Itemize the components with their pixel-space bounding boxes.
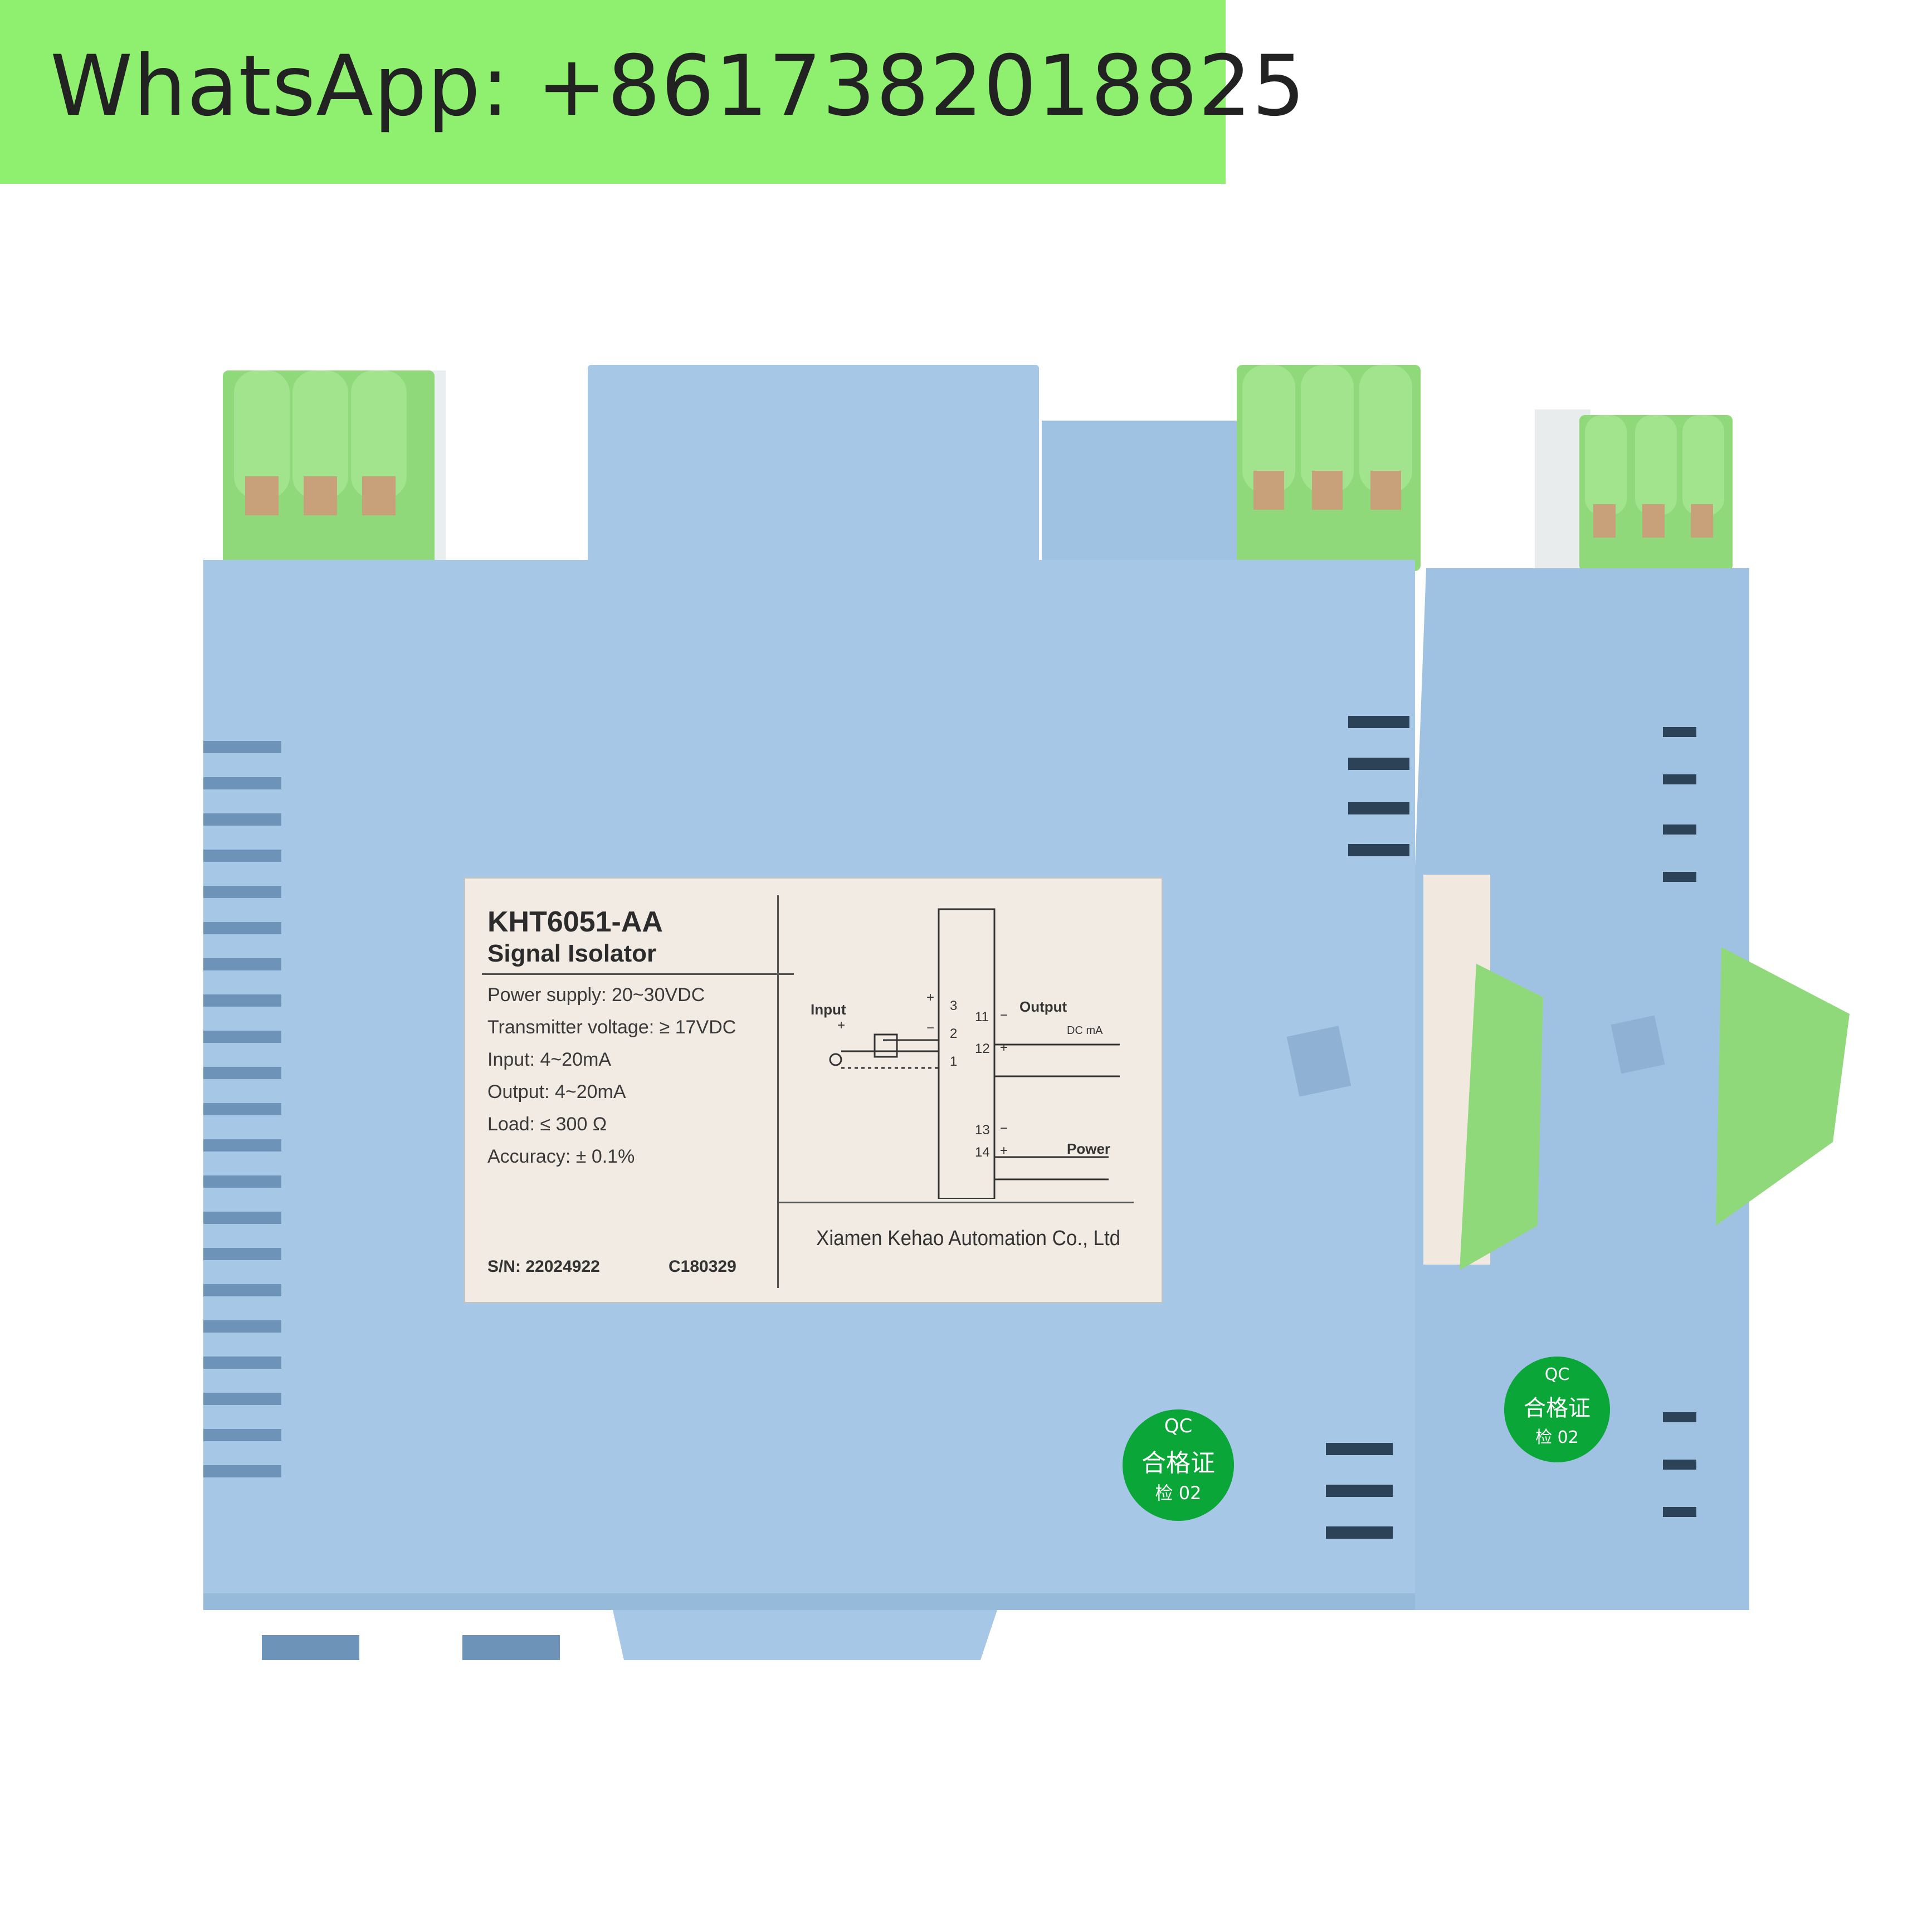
spec-accuracy: Accuracy: ± 0.1% xyxy=(487,1146,635,1167)
qc-sticker-line3: 检 02 xyxy=(1155,1482,1202,1504)
qc-sticker-line1: QC xyxy=(1164,1415,1193,1437)
terminal-14: 14 xyxy=(975,1145,990,1160)
diagram-input-label: Input xyxy=(811,1001,846,1018)
whatsapp-contact-text: WhatsApp: +8617382018825 xyxy=(50,38,1306,135)
left-vent-slots xyxy=(203,741,281,1477)
qc-sticker-line2: 合格证 xyxy=(1141,1449,1215,1477)
diagram-output-label: Output xyxy=(1019,998,1067,1015)
terminal-3: 3 xyxy=(950,998,958,1013)
rear-qc-sticker-line1: QC xyxy=(1544,1365,1570,1384)
diagram-dc-ma-label: DC mA xyxy=(1067,1024,1103,1037)
spec-transmitter-voltage: Transmitter voltage: ≥ 17VDC xyxy=(487,1017,736,1038)
diagram-power-label: Power xyxy=(1067,1140,1111,1157)
terminal-11: 11 xyxy=(975,1009,989,1024)
terminal-12: 12 xyxy=(975,1041,990,1056)
rear-qc-sticker-line3: 检 02 xyxy=(1535,1428,1579,1447)
spec-load: Load: ≤ 300 Ω xyxy=(487,1114,607,1135)
sign-minus-13: − xyxy=(1000,1121,1008,1136)
rear-qc-sticker-line2: 合格证 xyxy=(1524,1396,1591,1421)
sign-plus-3: + xyxy=(926,990,935,1005)
label-column-divider xyxy=(777,895,779,1288)
terminal-2: 2 xyxy=(950,1026,958,1041)
whatsapp-banner: WhatsApp: +8617382018825 xyxy=(0,0,1305,184)
sign-plus-12: + xyxy=(1000,1040,1008,1055)
wiring-diagram xyxy=(829,908,1120,1199)
right-vent-slots xyxy=(1326,716,1409,1539)
serial-number: S/N: 22024922 xyxy=(487,1257,600,1276)
spec-power-supply: Power supply: 20~30VDC xyxy=(487,984,705,1006)
rear-isolator-unit xyxy=(1387,409,1850,1610)
label-footer-divider xyxy=(777,1202,1134,1203)
sign-plus-input: + xyxy=(837,1018,846,1033)
spec-input: Input: 4~20mA xyxy=(487,1049,612,1070)
sign-plus-14: + xyxy=(1000,1143,1008,1158)
sign-minus-2: − xyxy=(926,1021,935,1036)
terminal-1: 1 xyxy=(950,1054,958,1069)
sign-minus-11: − xyxy=(1000,1008,1008,1023)
label-divider xyxy=(482,973,794,975)
product-name: Signal Isolator xyxy=(487,940,657,967)
spec-output: Output: 4~20mA xyxy=(487,1081,626,1102)
model-number: KHT6051-AA xyxy=(487,906,663,938)
terminal-13: 13 xyxy=(975,1123,990,1138)
company-name: Xiamen Kehao Automation Co., Ltd xyxy=(816,1227,1121,1250)
batch-code: C180329 xyxy=(669,1257,736,1276)
product-label: KHT6051-AA Signal Isolator Power supply:… xyxy=(464,877,1163,1303)
